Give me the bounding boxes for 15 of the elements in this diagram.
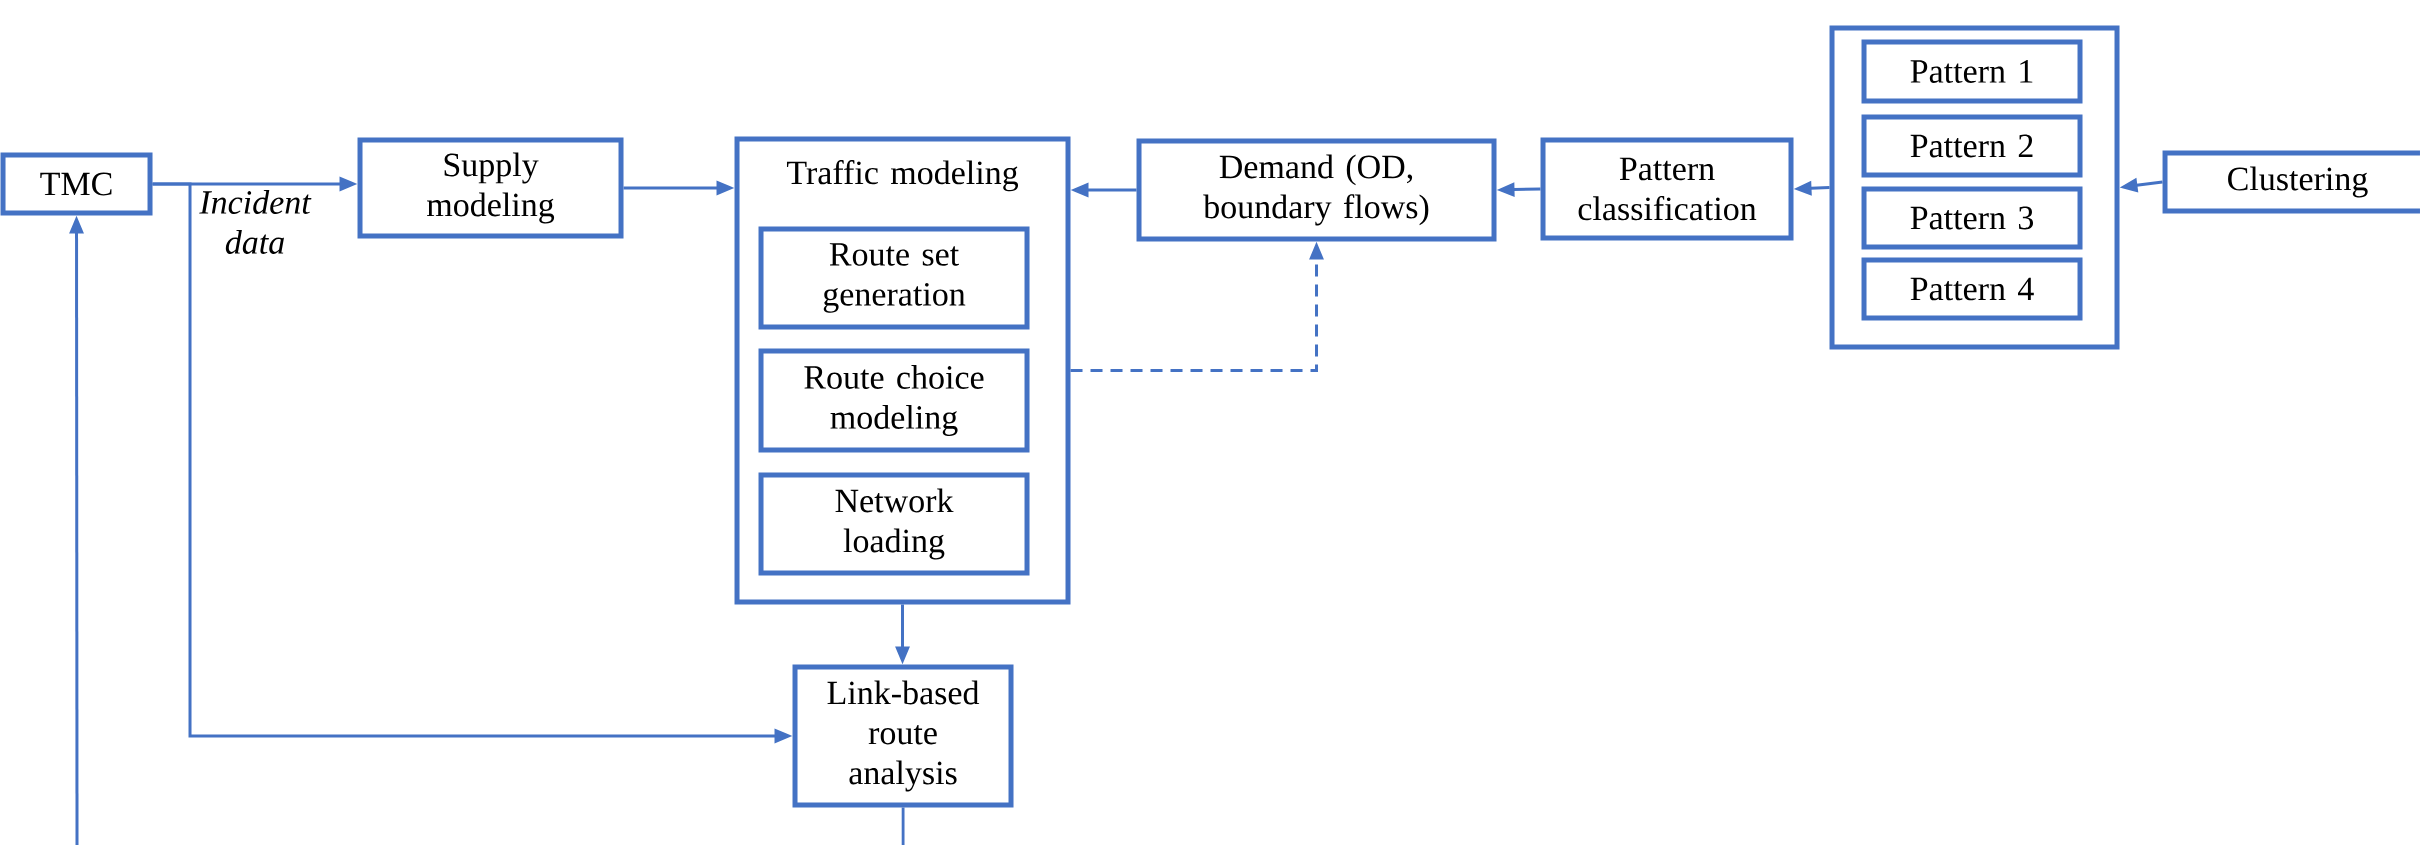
process-box: Supply modeling bbox=[357, 137, 624, 239]
process-box: Link-based route analysis bbox=[792, 664, 1014, 808]
edge-label: Incident data bbox=[193, 188, 317, 256]
process-box: TMC bbox=[0, 152, 153, 216]
process-box: Pattern 4 bbox=[1861, 257, 2083, 321]
process-box: Pattern classification bbox=[1540, 137, 1794, 241]
process-box: Pattern 1 bbox=[1861, 39, 2083, 104]
process-box: Demand (OD, boundary flows) bbox=[1136, 138, 1497, 242]
process-box: Network loading bbox=[758, 472, 1030, 576]
process-box: Route set generation bbox=[758, 226, 1030, 330]
process-box: Pattern 2 bbox=[1861, 114, 2083, 178]
group-box bbox=[1829, 25, 2120, 350]
process-box: Pattern 3 bbox=[1861, 186, 2083, 250]
process-box: Clustering bbox=[2162, 150, 2420, 214]
process-box: Route choice modeling bbox=[758, 348, 1030, 453]
